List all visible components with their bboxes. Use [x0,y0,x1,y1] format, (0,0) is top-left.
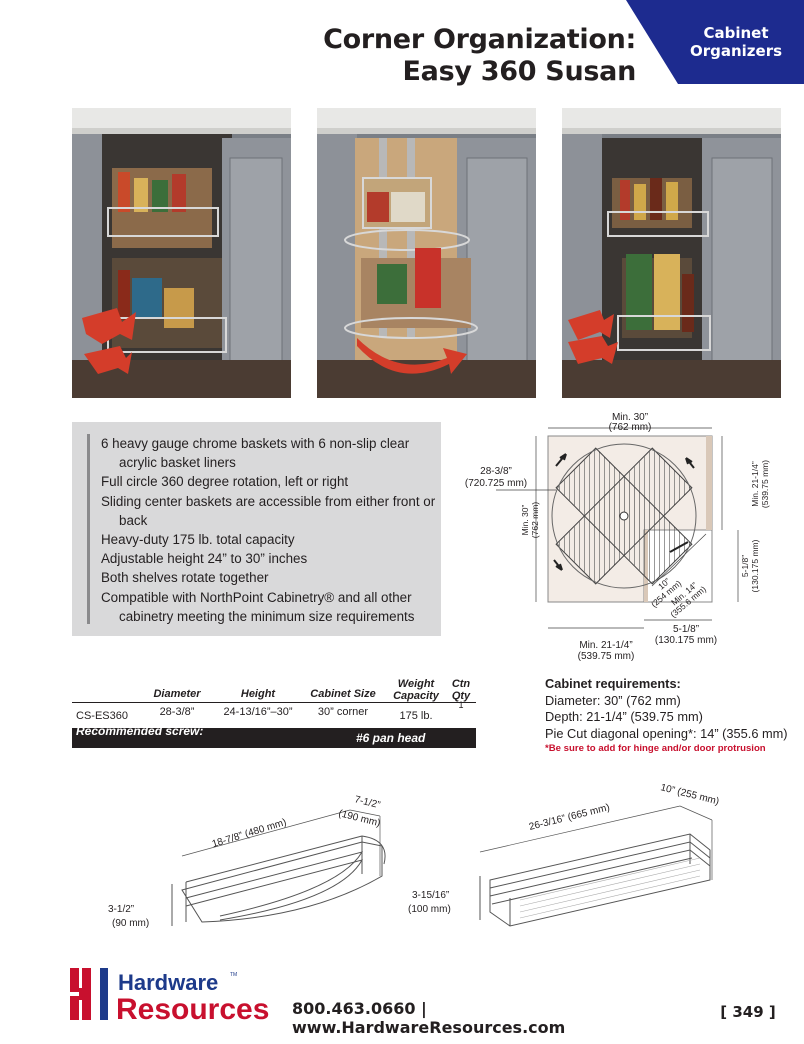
left-basket-height: 3-1/2” [108,904,134,915]
feature-item: Compatible with NorthPoint Cabinetry® an… [101,589,415,624]
dim-min30-left: Min. 30” [520,504,530,535]
col-header-ctn-qty: Ctn Qty [451,678,471,702]
screw-value: #6 pan head [356,731,426,745]
footer-contact: 800.463.0660 | www.HardwareResources.com [292,999,566,1037]
right-basket-depth: 10” (255 mm) [659,782,720,807]
title-line-1: Corner Organization: [323,24,636,55]
svg-text:(762 mm): (762 mm) [530,502,540,539]
cabinet-requirements: Cabinet requirements: Diameter: 30” (762… [545,676,800,756]
svg-text:TM: TM [230,972,237,978]
col-header-diameter: Diameter [153,688,201,700]
features-panel [72,422,441,636]
cell-diameter: 28-3/8” [159,706,195,718]
page-title: Corner Organization: Easy 360 Susan [300,24,636,88]
screw-row: Recommended screw: #6 pan head [72,724,476,748]
col-header-cabinet-size: Cabinet Size [310,688,376,700]
cell-weight: 175 lb. [399,710,433,722]
feature-item: Both shelves rotate together [101,570,269,586]
feature-item: Full circle 360 degree rotation, left or… [101,474,349,490]
svg-text:(720.725 mm): (720.725 mm) [465,478,527,489]
cell-sku: CS-ES360 [76,710,128,722]
right-basket-length: 26-3/16” (665 mm) [528,802,611,833]
dim-min2114-right: Min. 21-1/4” [750,461,760,507]
requirement-line: Depth: 21-1/4” (539.75 mm) [545,709,703,725]
hardware-resources-logo: Hardware TM Resources [70,968,269,1022]
left-basket-length: 18-7/8” (480 mm) [211,817,288,850]
cell-cabinet-size: 30” corner [317,706,369,718]
right-basket-height: 3-15/16” [412,890,449,901]
svg-text:(130.175 mm): (130.175 mm) [655,635,717,646]
dim-min30-top: Min. 30” [612,412,648,423]
svg-text:(130.175 mm): (130.175 mm) [750,539,760,592]
requirement-line: Diameter: 30” (762 mm) [545,692,681,708]
dim-min2114-bottom: Min. 21-1/4” [579,640,632,651]
product-photo-left [72,108,291,398]
product-photo-right [562,108,781,398]
dim-518-right: 5-1/8” [740,555,750,577]
col-header-weight: Weight Capacity [393,678,439,702]
feature-list: 6 heavy gauge chrome baskets with 6 non-… [101,434,441,626]
features-accent-bar [87,434,90,624]
dim-518-bottom: 5-1/8” [673,624,699,635]
logo-text-resources: Resources [116,993,269,1022]
section-tab-label: Cabinet Organizers [689,24,783,60]
svg-text:(762 mm): (762 mm) [609,422,652,433]
title-line-2: Easy 360 Susan [402,56,637,87]
basket-dimension-drawings: 18-7/8” (480 mm) 7-1/2” (190 mm) 3-1/2” … [108,782,720,929]
spec-table: Diameter Height Cabinet Size Weight Capa… [72,676,476,728]
svg-text:(539.75 mm): (539.75 mm) [578,651,635,662]
requirement-line: Pie Cut diagonal opening*: 14” (355.6 mm… [545,725,788,741]
left-basket-depth: 7-1/2” [353,794,381,811]
product-photo-center [317,108,536,398]
svg-text:(100 mm): (100 mm) [408,904,451,915]
page-number: [ 349 ] [720,1003,776,1021]
feature-item: Heavy-duty 175 lb. total capacity [101,532,295,548]
requirements-note: *Be sure to add for hinge and/or door pr… [545,743,766,755]
svg-text:(90 mm): (90 mm) [112,918,149,929]
svg-text:(190 mm): (190 mm) [337,808,381,829]
screw-label: Recommended screw: [76,724,204,738]
header-rule [72,702,476,703]
section-tab [626,0,804,84]
cell-ctn: 1 [458,700,464,710]
col-header-height: Height [240,688,276,700]
feature-item: Sliding center baskets are accessible fr… [101,493,436,528]
cabinet-dimension-diagram: Min. 30” (762 mm) 28-3/8” (720.725 mm) M… [465,412,770,662]
requirements-title: Cabinet requirements: [545,676,681,691]
cell-height: 24-13/16”–30” [223,706,293,718]
dim-diameter: 28-3/8” [480,466,512,477]
svg-text:(539.75 mm): (539.75 mm) [760,460,770,508]
logo-text-hardware: Hardware [118,970,218,995]
feature-item: 6 heavy gauge chrome baskets with 6 non-… [101,436,410,471]
feature-item: Adjustable height 24” to 30” inches [101,551,308,567]
